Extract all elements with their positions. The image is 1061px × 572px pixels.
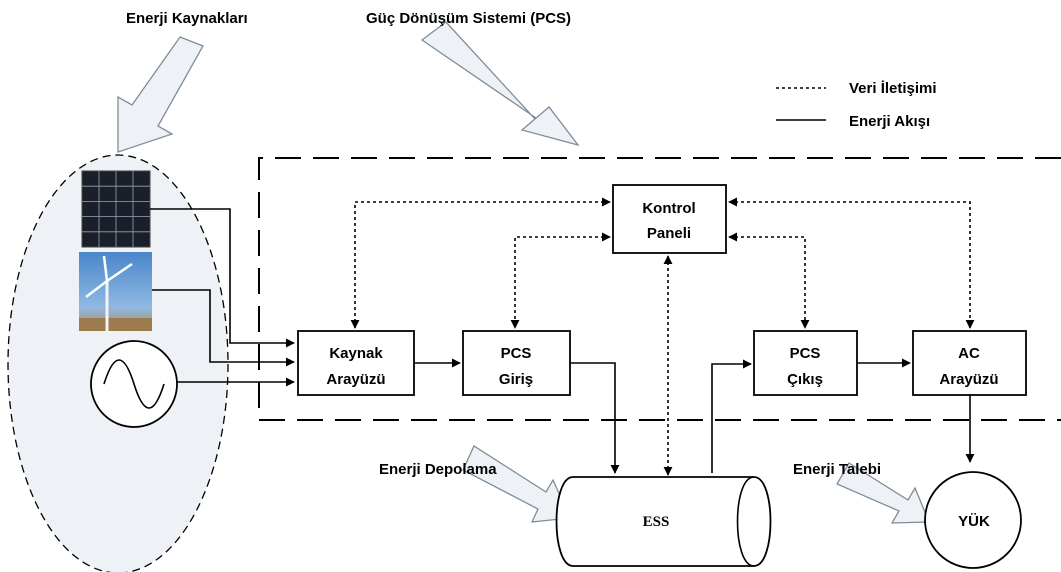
wind-turbine-icon xyxy=(79,252,152,331)
control-panel-label-line1: Kontrol xyxy=(642,200,695,217)
energy-sources-callout-arrow xyxy=(117,36,204,153)
pcs-output-label-line1: PCS xyxy=(790,345,821,362)
pcs-output-box xyxy=(753,330,858,396)
flow-solar-to-source xyxy=(150,208,295,348)
ess-label: ESS xyxy=(643,514,670,530)
legend-energy-flow: Enerji Akışı xyxy=(849,113,930,130)
ac-source-icon xyxy=(90,340,178,428)
ac-interface-label-line2: Arayüzü xyxy=(939,371,998,388)
load-label: YÜK xyxy=(958,513,990,530)
load-circle xyxy=(924,471,1022,569)
pcs-output-label-line2: Çıkış xyxy=(787,371,823,388)
energy-demand-callout-arrow xyxy=(836,462,930,524)
legend-data-comm: Veri İletişimi xyxy=(849,80,937,97)
data-control-ac xyxy=(728,197,975,329)
data-control-source xyxy=(350,197,611,329)
pcs-boundary xyxy=(258,157,1061,421)
solar-panel-icon xyxy=(81,170,151,248)
energy-demand-label: Enerji Talebi xyxy=(793,461,881,478)
source-interface-label-line2: Arayüzü xyxy=(326,371,385,388)
flow-wind-to-source xyxy=(152,289,295,367)
ac-interface-label-line1: AC xyxy=(958,345,980,362)
source-interface-label-line1: Kaynak xyxy=(329,345,383,362)
flow-ess-to-pcs-out xyxy=(711,359,752,473)
pcs-input-label-line2: Giriş xyxy=(499,371,533,388)
control-panel-label-line2: Paneli xyxy=(647,225,691,242)
pcs-input-label-line1: PCS xyxy=(501,345,532,362)
flow-pcs-in-to-ess xyxy=(570,362,620,474)
pcs-system-label: Güç Dönüşüm Sistemi (PCS) xyxy=(366,10,571,27)
data-control-pcs-in xyxy=(510,232,611,329)
data-control-pcs-out xyxy=(728,232,810,329)
ess-cylinder xyxy=(555,476,772,567)
control-panel-box xyxy=(612,184,727,254)
energy-sources-label: Enerji Kaynakları xyxy=(126,10,248,27)
energy-storage-label: Enerji Depolama xyxy=(379,461,497,478)
ac-interface-box xyxy=(912,330,1027,396)
pcs-callout-arrow xyxy=(420,21,580,147)
energy-storage-callout-arrow xyxy=(462,445,571,523)
